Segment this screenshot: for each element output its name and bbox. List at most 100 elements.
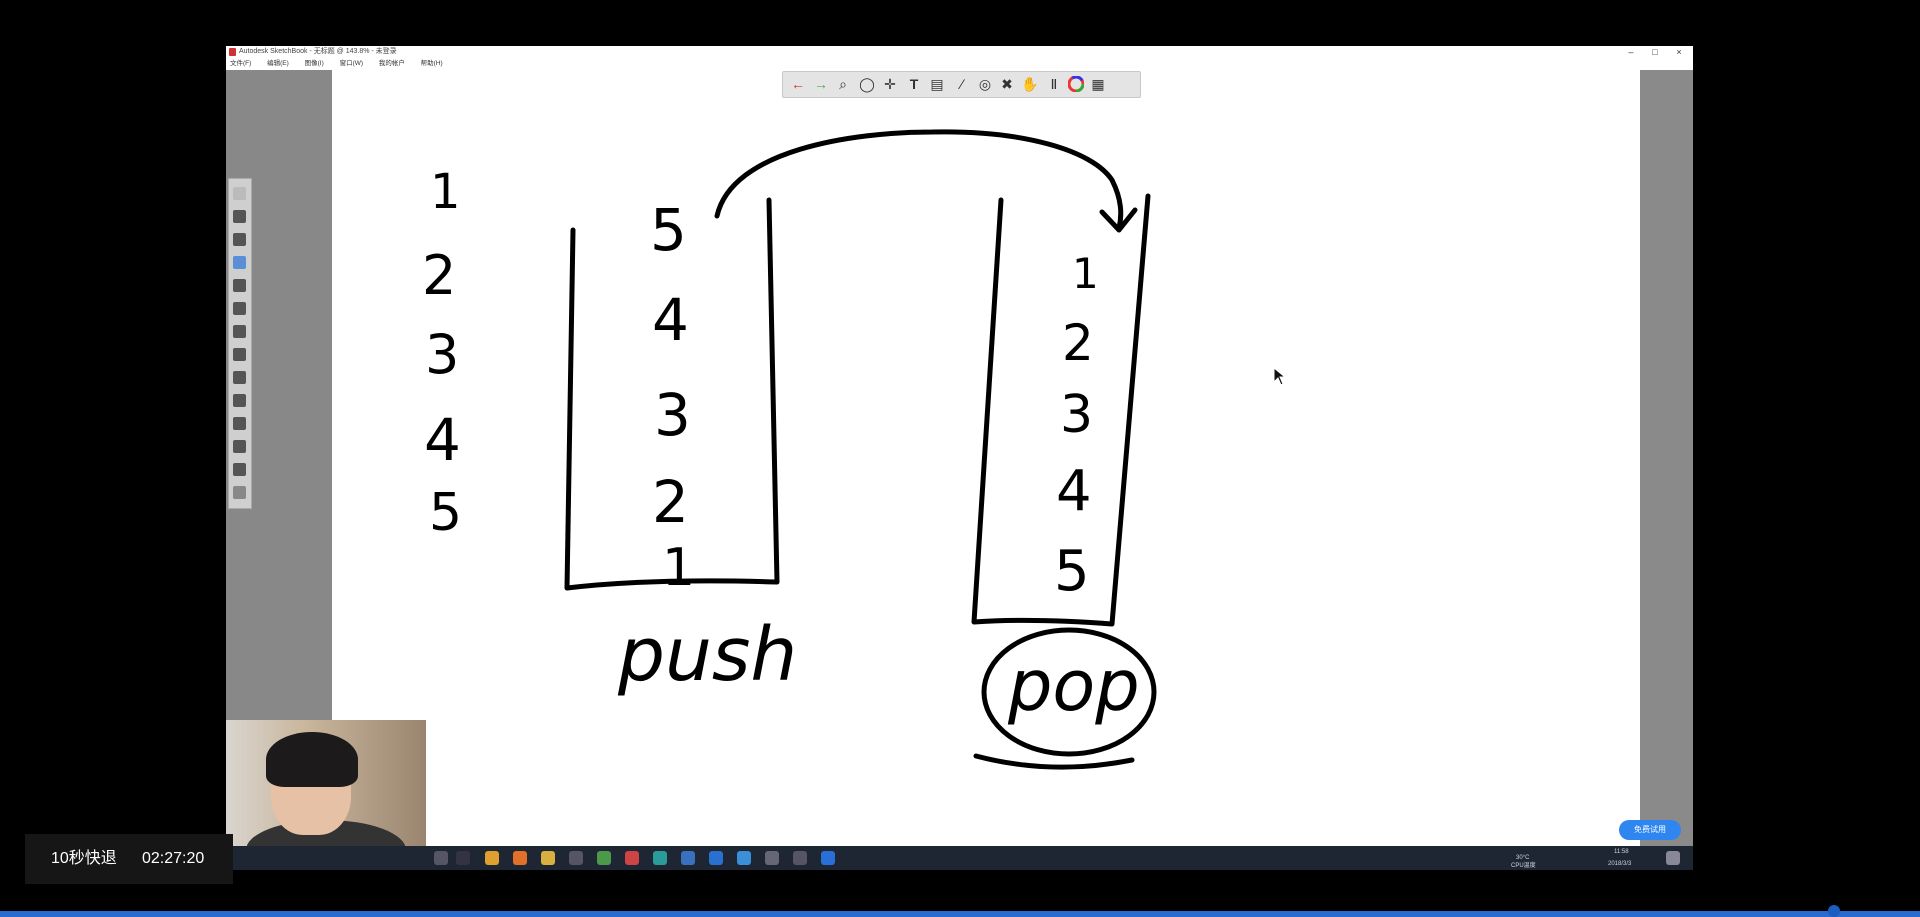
transfer-arrow xyxy=(714,129,1124,231)
push-stack-outline xyxy=(564,197,780,591)
fill-icon[interactable] xyxy=(233,486,246,499)
sketchbook-task-icon[interactable] xyxy=(625,851,639,865)
free-trial-button[interactable]: 免费试用 xyxy=(1619,820,1681,840)
chrome-icon[interactable] xyxy=(485,851,499,865)
distort-icon[interactable]: ✖ xyxy=(1001,76,1013,92)
playback-progress-bar[interactable] xyxy=(0,911,1920,917)
screen-recording: Autodesk SketchBook - 无标题 @ 143.8% - 未登录… xyxy=(226,46,1693,870)
zoom-icon[interactable]: ⌕ xyxy=(839,76,847,92)
app-icon[interactable] xyxy=(709,851,723,865)
notepad-icon[interactable] xyxy=(597,851,611,865)
push-label: push xyxy=(617,612,797,698)
pop-stack-outline xyxy=(971,193,1151,627)
ballpoint-pen-icon[interactable] xyxy=(233,256,246,269)
brush-slot-icon[interactable] xyxy=(233,187,246,200)
pop-number: 3 xyxy=(1060,385,1093,445)
left-number: 3 xyxy=(425,323,459,386)
explorer-icon[interactable] xyxy=(541,851,555,865)
chisel-icon[interactable] xyxy=(233,371,246,384)
app-icon[interactable] xyxy=(681,851,695,865)
edge-icon[interactable] xyxy=(821,851,835,865)
move-icon[interactable]: ✛ xyxy=(884,76,896,92)
app-icon[interactable] xyxy=(569,851,583,865)
color-wheel-icon[interactable] xyxy=(1067,75,1085,93)
marker-icon[interactable] xyxy=(233,279,246,292)
left-number: 4 xyxy=(424,406,461,474)
redo-icon[interactable]: → xyxy=(814,76,828,92)
windows-taskbar: 30°C CPU温度 11:58 2018/3/3 xyxy=(226,846,1693,870)
ruler-icon[interactable]: ∕ xyxy=(960,76,964,92)
layer-icon[interactable]: ▤ xyxy=(930,76,944,92)
app-icon[interactable] xyxy=(765,851,779,865)
menu-bar: 文件(F) 编辑(E) 图像(I) 窗口(W) 我的帐户 帮助(H) xyxy=(226,58,1693,69)
palette-icon[interactable]: ▦ xyxy=(1091,76,1105,92)
menu-window[interactable]: 窗口(W) xyxy=(339,60,364,67)
push-number: 5 xyxy=(650,196,687,264)
left-number-column: 1 2 3 4 5 xyxy=(422,164,462,543)
pop-stack-numbers: 1 2 3 4 5 xyxy=(1054,249,1099,604)
brush-library-icon[interactable]: Ⅱ xyxy=(1050,76,1058,92)
symmetry-icon[interactable]: ◎ xyxy=(978,76,992,92)
minimize-button[interactable]: – xyxy=(1628,47,1634,57)
pop-number: 4 xyxy=(1056,459,1092,524)
text-icon[interactable]: T xyxy=(909,76,919,92)
pop-number: 1 xyxy=(1072,249,1099,298)
push-stack-numbers: 5 4 3 2 1 xyxy=(650,196,695,598)
tray-temp: 30°C xyxy=(1516,855,1530,861)
mouse-cursor-icon xyxy=(1273,367,1287,386)
menu-help[interactable]: 帮助(H) xyxy=(420,60,443,67)
left-number: 1 xyxy=(430,164,461,220)
sketch-drawing: 1 2 3 4 5 5 4 3 2 1 push 1 2 3 4 5 pop xyxy=(422,129,1157,770)
lasso-icon[interactable]: ◯ xyxy=(859,76,875,92)
pop-underline xyxy=(973,753,1135,770)
window-title: Autodesk SketchBook - 无标题 @ 143.8% - 未登录 xyxy=(239,48,397,55)
pop-number: 2 xyxy=(1062,314,1094,372)
brush-palette xyxy=(228,178,252,509)
notification-icon[interactable] xyxy=(1666,851,1680,865)
tray-weather: CPU温度 xyxy=(1511,863,1536,869)
pop-number: 5 xyxy=(1054,539,1090,604)
hand-icon[interactable]: ✋ xyxy=(1021,76,1039,92)
eraser-icon[interactable] xyxy=(233,325,246,338)
pop-label: pop xyxy=(1007,645,1140,727)
push-number: 4 xyxy=(652,286,689,354)
close-button[interactable]: × xyxy=(1676,47,1682,57)
taskbar-time[interactable]: 11:58 xyxy=(1614,849,1629,855)
airbrush-icon[interactable] xyxy=(233,302,246,315)
felt-pen-icon[interactable] xyxy=(233,463,246,476)
player-overlay: 10秒快退 02:27:20 xyxy=(25,834,233,884)
undo-icon[interactable]: ← xyxy=(791,76,805,92)
title-bar: Autodesk SketchBook - 无标题 @ 143.8% - 未登录… xyxy=(226,46,1693,58)
push-number: 2 xyxy=(652,468,689,536)
rewind-10s-button[interactable]: 10秒快退 xyxy=(51,850,117,867)
pen-icon[interactable] xyxy=(233,233,246,246)
paintbrush-icon[interactable] xyxy=(233,348,246,361)
left-number: 2 xyxy=(422,244,456,307)
smudge-icon[interactable] xyxy=(233,394,246,407)
taskbar-date[interactable]: 2018/3/3 xyxy=(1608,861,1632,867)
menu-account[interactable]: 我的帐户 xyxy=(378,60,405,67)
menu-edit[interactable]: 编辑(E) xyxy=(267,60,289,67)
sketchbook-icon xyxy=(229,48,236,56)
push-number: 1 xyxy=(662,538,695,598)
ink-pen-icon[interactable] xyxy=(233,440,246,453)
app-icon[interactable] xyxy=(737,851,751,865)
canvas-area: ← → ⌕ ◯ ✛ T ▤ ∕ ◎ ✖ ✋ Ⅱ ▦ xyxy=(226,70,1693,846)
progress-handle[interactable] xyxy=(1828,905,1840,917)
pencil-icon[interactable] xyxy=(233,210,246,223)
app-icon[interactable] xyxy=(653,851,667,865)
transfer-arrowhead xyxy=(1099,207,1138,233)
pop-circle xyxy=(981,627,1157,757)
menu-image[interactable]: 图像(I) xyxy=(304,60,324,67)
left-number: 5 xyxy=(429,483,462,543)
task-view-icon[interactable] xyxy=(456,851,470,865)
push-number: 3 xyxy=(654,381,691,449)
maximize-button[interactable]: □ xyxy=(1652,47,1658,57)
settings-icon[interactable] xyxy=(793,851,807,865)
menu-file[interactable]: 文件(F) xyxy=(230,60,252,67)
playback-timestamp: 02:27:20 xyxy=(142,850,205,867)
firefox-icon[interactable] xyxy=(513,851,527,865)
webcam-feed xyxy=(226,720,426,870)
mic-icon[interactable] xyxy=(434,851,448,865)
blur-icon[interactable] xyxy=(233,417,246,430)
